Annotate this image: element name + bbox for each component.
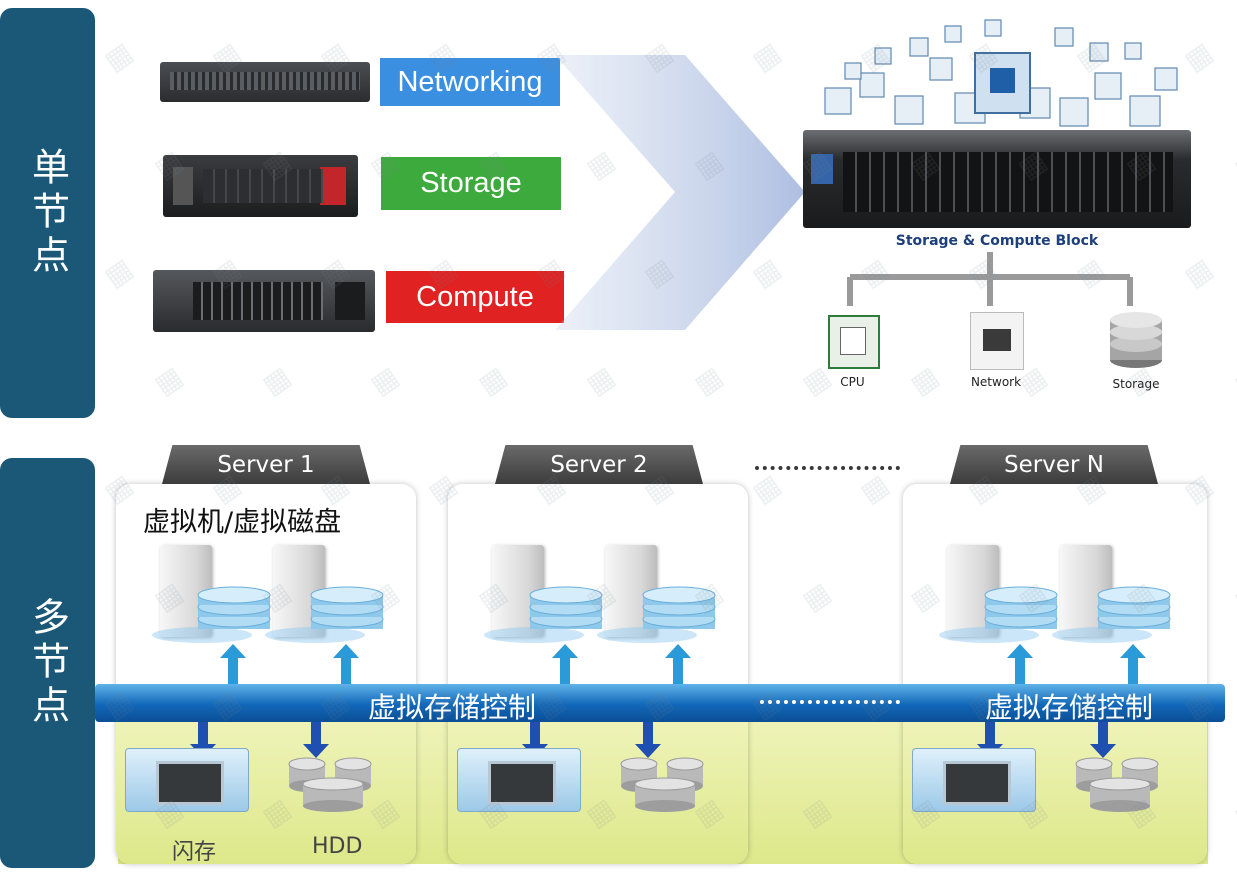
storage-compute-block-label: Storage & Compute Block: [895, 233, 1099, 249]
switch-icon: [160, 62, 370, 102]
storage-compute-server-icon: [803, 130, 1191, 228]
up-arrow-icon: [333, 644, 359, 684]
up-arrow-icon: [1007, 644, 1033, 684]
virtual-storage-control-bus: [95, 684, 1225, 722]
hdd-disk-stack-icon: [620, 757, 704, 812]
network-port-icon: [970, 312, 1024, 370]
server-2-name: Server 2: [550, 451, 648, 478]
network-label: Network: [970, 375, 1022, 389]
watermark-mark: ▦: [1227, 575, 1237, 618]
down-arrow-icon: [303, 718, 329, 758]
networking-tag: Networking: [380, 58, 560, 106]
storage-tag: Storage: [381, 157, 561, 210]
cpu-chip-icon: [828, 315, 880, 369]
more-servers-dots: [755, 466, 900, 470]
virtual-disk-icon: [642, 586, 716, 629]
flash-card-icon: [125, 748, 249, 812]
cpu-label: CPU: [840, 375, 865, 389]
hdd-disk-stack-icon: [288, 757, 372, 812]
watermark-mark: ▦: [147, 359, 189, 402]
watermark-mark: ▦: [1227, 143, 1237, 186]
vm-disk-label: 虚拟机/虚拟磁盘: [143, 507, 342, 538]
chevron-arrow-icon: [555, 55, 805, 330]
virtual-disk-icon: [529, 586, 603, 629]
networking-tag-label: Networking: [397, 65, 543, 98]
storage-component-label: Storage: [1112, 377, 1160, 391]
watermark-mark: ▦: [795, 575, 837, 618]
virtual-disk-icon: [310, 586, 384, 629]
watermark-mark: ▦: [97, 251, 139, 294]
down-arrow-icon: [1090, 718, 1116, 758]
watermark-mark: ▦: [745, 467, 787, 510]
watermark-mark: ▦: [579, 359, 621, 402]
single-node-label: 单节点: [25, 147, 70, 279]
multi-node-label: 多节点: [25, 597, 70, 729]
watermark-mark: ▦: [1227, 791, 1237, 834]
up-arrow-icon: [665, 644, 691, 684]
watermark-mark: ▦: [903, 359, 945, 402]
watermark-mark: ▦: [1227, 359, 1237, 402]
flash-card-icon: [457, 748, 581, 812]
bus-label-left: 虚拟存储控制: [368, 691, 537, 724]
single-node-label-box: 单节点: [0, 8, 95, 418]
bus-continuation-dots: [760, 700, 900, 704]
tower-server-icon: [265, 545, 365, 643]
watermark-mark: ▦: [255, 359, 297, 402]
watermark-mark: ▦: [363, 359, 405, 402]
bus-label-right: 虚拟存储控制: [985, 691, 1154, 724]
server-n-tab: Server N: [950, 445, 1158, 484]
up-arrow-icon: [220, 644, 246, 684]
storage-array-icon: [163, 155, 358, 217]
server-2-tab: Server 2: [495, 445, 703, 484]
server-n-name: Server N: [1004, 451, 1104, 478]
hdd-disk-stack-icon: [1075, 757, 1159, 812]
rack-server-icon: [153, 270, 375, 332]
watermark-mark: ▦: [471, 359, 513, 402]
vm-cube-cluster-icon: [824, 19, 1178, 127]
connector-lines: [847, 252, 1133, 306]
virtual-disk-icon: [1097, 586, 1171, 629]
watermark-mark: ▦: [97, 35, 139, 78]
flash-card-icon: [912, 748, 1036, 812]
down-arrow-icon: [635, 718, 661, 758]
compute-tag: Compute: [386, 271, 564, 323]
compute-tag-label: Compute: [416, 280, 534, 313]
watermark-mark: ▦: [1177, 251, 1219, 294]
server-1-name: Server 1: [217, 451, 315, 478]
watermark-mark: ▦: [853, 467, 895, 510]
flash-label: 闪存: [172, 840, 217, 865]
server-1-tab: Server 1: [162, 445, 370, 484]
hdd-label: HDD: [312, 834, 363, 859]
database-icon: [1110, 312, 1162, 368]
up-arrow-icon: [1120, 644, 1146, 684]
virtual-disk-icon: [984, 586, 1058, 629]
watermark-mark: ▦: [687, 359, 729, 402]
multi-node-label-box: 多节点: [0, 458, 95, 868]
storage-tag-label: Storage: [420, 167, 522, 199]
virtual-disk-icon: [197, 586, 271, 629]
up-arrow-icon: [552, 644, 578, 684]
